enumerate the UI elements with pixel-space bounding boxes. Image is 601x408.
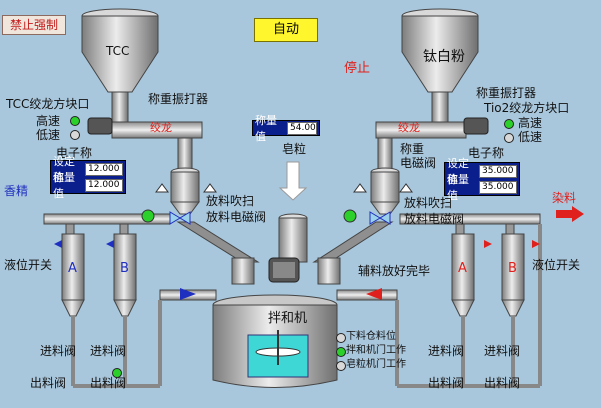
- left-block-label: TCC绞龙方块口: [6, 97, 90, 111]
- weigh-hopper-right: [370, 167, 400, 215]
- right-valve-label: 放料电磁阀: [404, 212, 465, 226]
- tank-right-a: [451, 233, 475, 317]
- right-weigh-valve-label-1: 称重: [400, 142, 425, 156]
- fragrance-label: 香精: [4, 184, 29, 198]
- mixer-door-label: 拌和机门工作: [346, 345, 406, 356]
- right-tank-a-label: A: [458, 261, 467, 276]
- right-block-label: Tio2绞龙方块口: [484, 101, 570, 115]
- left-feed-valve-b[interactable]: 进料阀: [90, 344, 127, 358]
- pellet-label: 皂粒: [282, 142, 307, 156]
- center-weigh-panel: 称量值 54.00: [252, 114, 320, 143]
- right-high-speed-indicator: [504, 119, 514, 129]
- right-level-switch-label: 液位开关: [532, 258, 581, 272]
- right-out-valve-b[interactable]: 出料阀: [484, 376, 521, 390]
- left-vibrator-label: 称重振打器: [148, 92, 209, 106]
- lower-bin-indicator: [336, 333, 346, 343]
- left-tank-a-label: A: [68, 261, 77, 276]
- right-scale-label: 电子称: [468, 146, 505, 160]
- right-blow-label: 放料吹扫: [404, 196, 453, 210]
- left-level-switch-label: 液位开关: [4, 258, 53, 272]
- right-low-speed-label: 低速: [518, 130, 543, 144]
- right-weigh-panel: 设定值 35.000 称量值 35.000: [444, 157, 520, 202]
- left-valve-label: 放料电磁阀: [206, 210, 267, 224]
- right-set-label: 设定值: [447, 157, 469, 186]
- left-feed-valve-a[interactable]: 进料阀: [40, 344, 77, 358]
- right-high-speed-label: 高速: [518, 116, 543, 130]
- hopper-left-label: TCC: [106, 44, 130, 58]
- left-set-label: 设定值: [53, 155, 75, 184]
- left-weight-value: 12.000: [85, 178, 123, 192]
- right-vibrator-label: 称重振打器: [476, 86, 537, 100]
- right-low-speed-indicator: [504, 133, 514, 143]
- left-high-speed-label: 高速: [36, 114, 61, 128]
- right-set-value[interactable]: 35.000: [479, 164, 517, 178]
- left-low-speed-indicator: [70, 130, 80, 140]
- left-out-valve-indicator: [112, 368, 122, 378]
- left-set-value[interactable]: 12.000: [85, 162, 123, 176]
- center-weight-value: 54.00: [287, 121, 317, 135]
- tank-left-b: [113, 233, 137, 317]
- pellet-column: [278, 217, 308, 263]
- right-feed-valve-a[interactable]: 进料阀: [428, 344, 465, 358]
- mixer-tank: [212, 294, 338, 388]
- stop-status: 停止: [344, 61, 371, 76]
- pellet-door-label: 皂粒机门工作: [346, 359, 406, 370]
- tank-right-b: [501, 233, 525, 317]
- hopper-right: [401, 8, 479, 123]
- right-auger-label: 绞龙: [398, 121, 420, 134]
- weigh-hopper-left: [170, 167, 200, 215]
- right-tank-b-label: B: [508, 261, 517, 276]
- mixer-door-indicator: [336, 347, 346, 357]
- left-auger-label: 绞龙: [150, 121, 172, 134]
- mixer-label: 拌和机: [268, 311, 308, 326]
- dye-label: 染料: [552, 191, 577, 205]
- left-high-speed-indicator: [70, 116, 80, 126]
- right-feed-valve-b[interactable]: 进料阀: [484, 344, 521, 358]
- left-tank-b-label: B: [120, 261, 129, 276]
- auger-pipe-right: [375, 121, 467, 139]
- left-weight-label: 称量值: [53, 171, 75, 200]
- left-blow-label: 放料吹扫: [206, 194, 255, 208]
- lower-bin-label: 下料仓料位: [346, 331, 396, 342]
- left-scale-label: 电子称: [56, 146, 93, 160]
- right-out-valve-a[interactable]: 出料阀: [428, 376, 465, 390]
- hopper-right-label: 钛白粉: [423, 49, 465, 65]
- center-weight-label: 称量值: [255, 114, 277, 143]
- tank-left-a: [61, 233, 85, 317]
- aux-done-label: 辅料放好完毕: [358, 264, 431, 278]
- left-out-valve-b[interactable]: 出料阀: [90, 376, 127, 390]
- forbid-force-button[interactable]: 禁止强制: [2, 15, 66, 35]
- auto-mode-button[interactable]: 自动: [254, 18, 318, 42]
- right-weigh-valve-label-2: 电磁阀: [400, 156, 437, 170]
- left-out-valve-a[interactable]: 出料阀: [30, 376, 67, 390]
- hopper-left: [81, 8, 159, 123]
- left-low-speed-label: 低速: [36, 128, 61, 142]
- pellet-door-indicator: [336, 361, 346, 371]
- left-weigh-panel: 设定值 12.000 称量值 12.000: [50, 155, 126, 200]
- right-weight-value: 35.000: [479, 180, 517, 194]
- right-weight-label: 称量值: [447, 173, 469, 202]
